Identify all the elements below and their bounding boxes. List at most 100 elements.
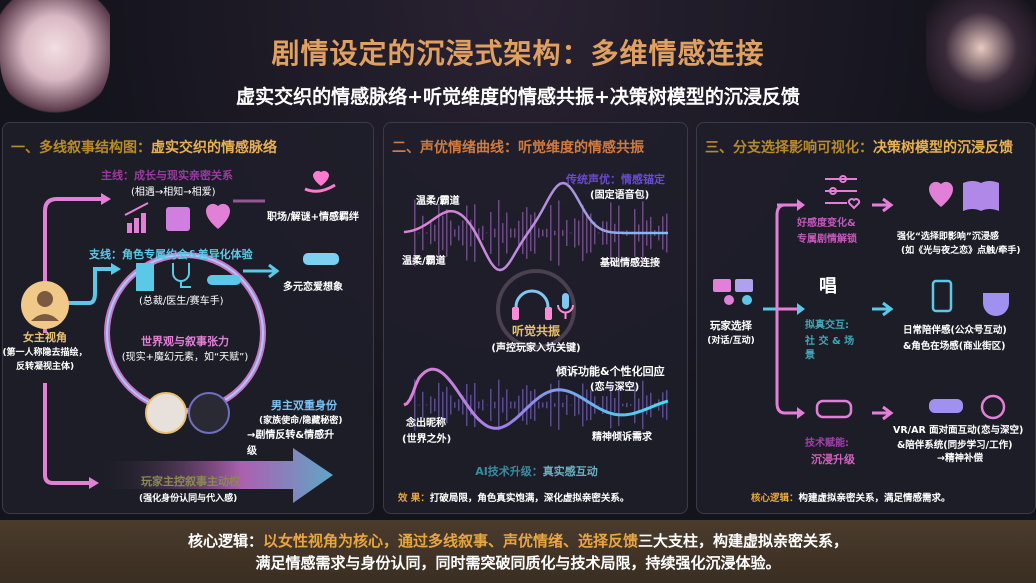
waveform-bar (646, 395, 648, 415)
waveform-bar (498, 379, 500, 431)
footer-summary: 核心逻辑：以女性视角为核心，通过多线叙事、声优情绪、选择反馈三大支柱，构建虚拟亲… (0, 520, 1036, 583)
branch-realistic-label: 景 (805, 350, 815, 361)
waveform-bar (650, 392, 652, 418)
race-car-icon (207, 275, 241, 285)
branch-realistic-label: 拟真交互: (805, 320, 849, 331)
waveform-bar (614, 397, 616, 413)
basic-connection-label: 基础情感连接 (600, 258, 660, 269)
waveform-bar (454, 402, 456, 408)
side-line-label: 支线：角色专属约会&差异化体验 (89, 248, 253, 261)
waveform-bar (554, 403, 556, 407)
waveform-bar (534, 212, 536, 254)
result-companionship: 日常陪伴感(公众号互动) (903, 325, 1007, 336)
info-book-icon (963, 181, 999, 211)
player-control-sub: (强化身份认同与代入感) (139, 494, 238, 504)
waveform-bar (586, 389, 588, 421)
core-logic-text: 核心逻辑：构建虚拟亲密关系，满足情感需求。 (751, 493, 951, 504)
waveform-bar (438, 382, 440, 428)
narrative-structure-panel: 一、多线叙事结构图：虚实交织的情感脉络 主线：成长与现实亲密关系 (相遇→相知→… (2, 122, 374, 514)
waveform-bar (638, 398, 640, 412)
world-label: 世界观与叙事张力 (141, 335, 229, 348)
waveform-bar (574, 393, 576, 417)
waveform-bar (506, 212, 508, 254)
waveform-bar (430, 221, 432, 245)
waveform-bar (590, 213, 592, 253)
waveform-bar (466, 205, 468, 261)
waveform-bar (450, 395, 452, 415)
waveform-bar (550, 205, 552, 261)
waveform-bar (582, 383, 584, 427)
heroine-portrait-image (0, 0, 110, 120)
waveform-bar (458, 399, 460, 411)
waveform-bar (434, 224, 436, 242)
waveform-bar (446, 209, 448, 257)
waveform-bar (606, 221, 608, 245)
waveform-bar (486, 232, 488, 234)
waveform-bar (494, 228, 496, 238)
waveform-bar (606, 396, 608, 414)
waveform-bar (598, 232, 600, 234)
footer-line-2: 满足情感需求与身份认同，同时需突破同质化与技术局限，持续强化沉浸体验。 (255, 554, 781, 572)
waveform-bar (586, 212, 588, 254)
waveform-bar (534, 389, 536, 421)
waveform-bar (502, 223, 504, 243)
spirit-need-label: 精神倾诉需求 (592, 432, 652, 443)
waveform-bar (562, 402, 564, 408)
decision-tree-panel: 三、分支选择影响可视化：决策树模型的沉浸反馈 唱 玩家选择 (对话/互动) 好感… (696, 122, 1036, 514)
player-choice-label: 玩家选择 (710, 320, 752, 332)
waveform-bar (510, 401, 512, 409)
waveform-bar (478, 401, 480, 409)
main-line-label: 主线：成长与现实亲密关系 (101, 169, 233, 182)
two-people-icon (724, 295, 752, 305)
waveform-bar (490, 212, 492, 254)
traditional-voice-label: 传统声优：情感锚定 (566, 173, 665, 186)
waveform-bar (430, 396, 432, 414)
heart-touch-icon (928, 181, 954, 207)
waveform-bar (530, 214, 532, 252)
waveform-bar (510, 228, 512, 238)
side-line-sub: (总裁/医生/赛车手) (139, 296, 224, 307)
waveform-bar (518, 220, 520, 246)
confide-label: 倾诉功能&个性化回应 (556, 365, 665, 378)
waveform-bar (478, 228, 480, 238)
waveform-bar (462, 395, 464, 415)
chat-bubbles-icon (713, 279, 753, 292)
phone-chat-icon (931, 279, 953, 313)
microphone-icon (562, 293, 569, 309)
resonance-ring (496, 269, 576, 349)
waveform-bar (526, 385, 528, 425)
waveform-bar (498, 199, 500, 267)
waveform-bar (578, 220, 580, 246)
main-line-sub: (相遇→相知→相爱) (131, 187, 216, 198)
traditional-voice-sub: (固定语音包) (590, 190, 650, 201)
waveform-bar (458, 225, 460, 241)
resonance-label: 听觉共振 (511, 324, 560, 338)
waveform-bar (546, 228, 548, 238)
waveform-bar (474, 383, 476, 427)
waveform-bar (514, 228, 516, 238)
waveform-bar (566, 220, 568, 246)
waveform-bar (434, 398, 436, 412)
waveform-bar (558, 200, 560, 266)
waveform-bar (494, 401, 496, 409)
waveform-bar (598, 404, 600, 406)
waveform-bar (490, 388, 492, 422)
male-lead-avatar-dark (188, 392, 230, 434)
waveform-bar (538, 228, 540, 238)
waveform-bar (570, 232, 572, 234)
waveform-bar (602, 221, 604, 245)
waveform-bar (578, 395, 580, 415)
male-lead-result: 级 (247, 446, 257, 457)
character-portrait-image (926, 0, 1036, 120)
waveform-bar (522, 388, 524, 422)
waveform-bar (442, 391, 444, 419)
waveform-bar (450, 220, 452, 246)
coffee-cup-icon (983, 293, 1009, 316)
page-subtitle: 虚实交织的情感脉络+听觉维度的情感共振+决策树模型的沉浸反馈 (236, 86, 800, 108)
resonance-sub: (声控玩家入坑关键) (491, 343, 581, 354)
waveform-bar (418, 232, 420, 234)
heroine-sub: 反转凝视主体) (15, 362, 75, 372)
flow-arrows (21, 170, 339, 503)
growth-icon (124, 202, 149, 233)
waveform-bar (582, 204, 584, 262)
